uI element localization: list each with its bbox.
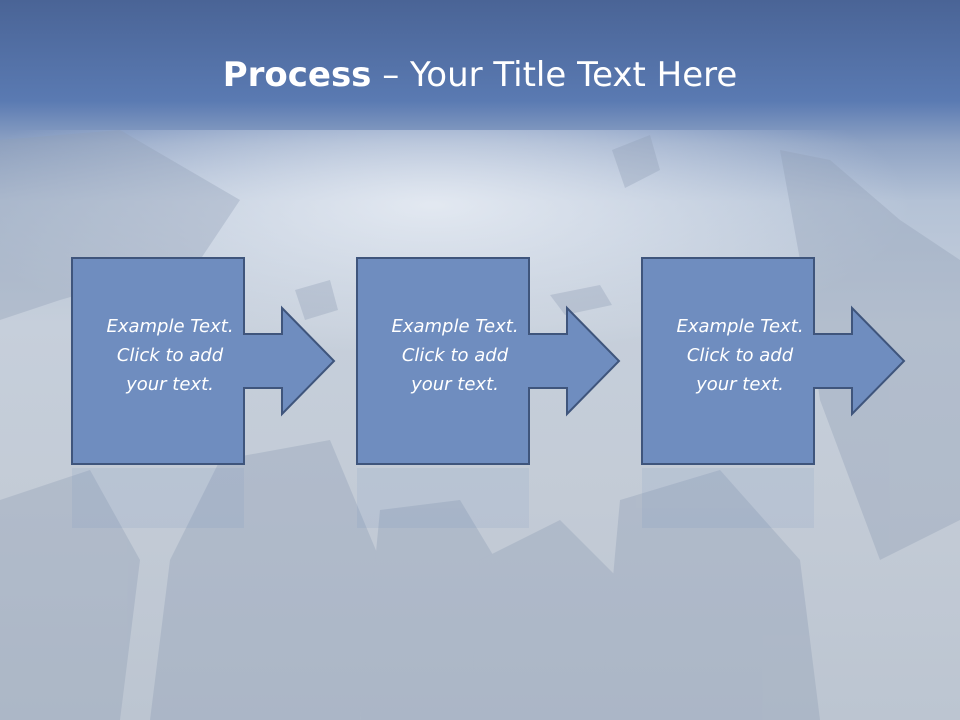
step-text-line: Example Text. — [106, 316, 233, 337]
slide-title-rest: – Your Title Text Here — [371, 55, 738, 95]
right-arrow-icon — [524, 305, 621, 417]
step-text-line: Example Text. — [676, 316, 803, 337]
step-text-line: your text. — [695, 374, 784, 395]
step-text-line: Click to add — [117, 345, 224, 366]
step-seam — [241, 335, 249, 387]
step-reflection — [642, 468, 814, 528]
step-text-line: your text. — [410, 374, 499, 395]
step-reflection — [72, 468, 244, 528]
step-seam — [526, 335, 534, 387]
slide-title-bold: Process — [222, 55, 372, 95]
step-seam — [811, 335, 819, 387]
step-box — [356, 257, 530, 465]
step-text-line: Click to add — [687, 345, 794, 366]
step-reflection — [357, 468, 529, 528]
process-step-1[interactable]: Example Text. Click to add your text. — [71, 257, 336, 528]
step-text-line: Example Text. — [391, 316, 518, 337]
process-step-2[interactable]: Example Text. Click to add your text. — [356, 257, 621, 528]
process-step-3[interactable]: Example Text. Click to add your text. — [641, 257, 906, 528]
step-box — [71, 257, 245, 465]
step-box — [641, 257, 815, 465]
slide-title[interactable]: Process – Your Title Text Here — [0, 52, 960, 98]
step-text-line: your text. — [125, 374, 214, 395]
step-text-line: Click to add — [402, 345, 509, 366]
right-arrow-icon — [809, 305, 906, 417]
right-arrow-icon — [239, 305, 336, 417]
